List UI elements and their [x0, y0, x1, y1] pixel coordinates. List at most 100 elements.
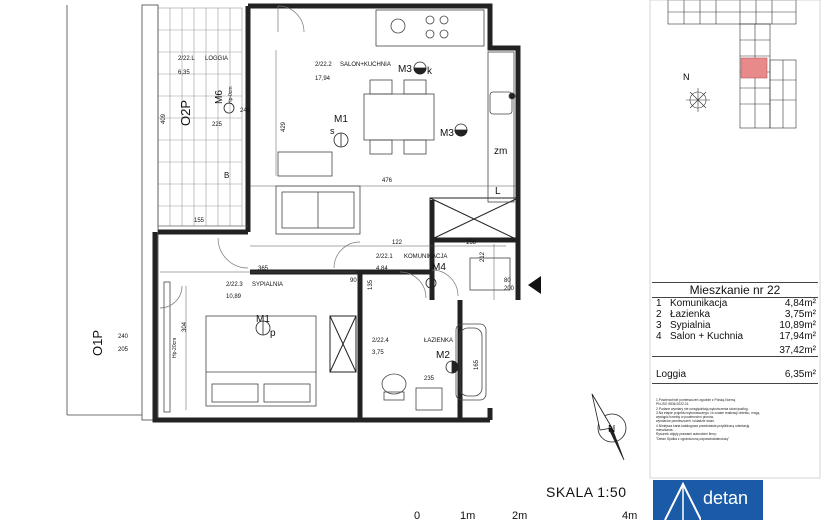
room-code-komunikacja: 2/22.1 — [376, 254, 393, 260]
dim-205: 205 — [118, 347, 129, 353]
logo-mark-icon — [664, 481, 701, 520]
legend-loggia-area: 6,35m² — [784, 369, 816, 380]
legend-row: 3 Sypialnia 10,89m² — [652, 320, 818, 331]
dim-200: 200 — [504, 286, 515, 292]
room-name-loggia: LOGGIA — [205, 56, 228, 62]
legend-row: 1 Komunikacja 4,84m² — [652, 298, 818, 309]
label-m3-kitchen: M3 — [398, 64, 412, 75]
legend-loggia-label: Loggia — [656, 369, 687, 380]
dim-90: 90 — [350, 278, 357, 284]
scalebar-4m: 4m — [622, 510, 638, 522]
dim-212: 212 — [480, 251, 486, 262]
label-zm: zm — [494, 146, 507, 157]
legend-area: 3,75m² — [784, 309, 816, 320]
scalebar-1m: 1m — [460, 510, 476, 522]
label-p: p — [270, 328, 276, 339]
room-code-sypialnia: 2/22.3 — [226, 282, 243, 288]
label-m1-bedroom: M1 — [256, 314, 270, 325]
room-name-sypialnia: SYPIALNIA — [252, 282, 283, 288]
room-code-loggia: 2/22.L — [178, 56, 195, 62]
label-l: L — [495, 186, 501, 197]
dim-158: 158 — [466, 240, 477, 246]
label-hp-20: Hp-20cm — [172, 338, 178, 358]
dining-table — [363, 79, 435, 155]
legend-area: 17,94m² — [779, 331, 816, 342]
dim-409: 409 — [161, 113, 167, 124]
notes: 1.Powierzchnie pomieszczeń zgodnie z Pol… — [656, 398, 816, 441]
bed — [163, 281, 317, 413]
dim-240b: 240 — [118, 334, 129, 340]
legend-row: 2 Łazienka 3,75m² — [652, 309, 818, 320]
room-code-lazienka: 2/22.4 — [372, 338, 389, 344]
note-line: wystąpić korekty w powierzchni pionów, — [656, 415, 714, 420]
entrance-arrow — [528, 276, 541, 294]
north-label-large: N — [608, 424, 615, 435]
note-line: "Detan Spółka z ograniczoną odpowiedzial… — [656, 436, 730, 441]
legend-name: Łazienka — [670, 309, 711, 320]
apartment-legend: Mieszkanie nr 22 1 Komunikacja 4,84m² 2 … — [652, 282, 818, 384]
room-area-komunikacja: 4,84 — [376, 266, 388, 272]
note-line: 3.Na etapie projektu wykonawczego i w cz… — [656, 410, 760, 415]
note-line: PN-ISO 9836:2022.01. — [656, 402, 690, 407]
label-hp-0: Hp-0cm — [228, 86, 234, 104]
room-code-salon: 2/22.2 — [315, 62, 332, 68]
scalebar-2m: 2m — [512, 510, 528, 522]
label-k: k — [427, 66, 433, 77]
fixture-symbols — [223, 61, 468, 374]
balcony-lines — [66, 4, 159, 421]
legend-name: Salon + Kuchnia — [670, 331, 744, 342]
dim-240a: 240 — [240, 108, 251, 114]
label-o2p: O2P — [178, 100, 193, 126]
apartment-highlight — [740, 57, 768, 79]
legend-title: Mieszkanie nr 22 — [652, 282, 818, 298]
legend-total: 37,42m² — [652, 345, 818, 357]
dim-235: 235 — [424, 376, 435, 382]
room-area-loggia: 6,35 — [178, 70, 190, 76]
label-m4: M4 — [432, 262, 446, 273]
sofa — [275, 151, 361, 235]
room-area-salon: 17,94 — [315, 76, 331, 82]
room-area-sypialnia: 10,89 — [226, 294, 242, 300]
dim-155: 155 — [194, 218, 205, 224]
dim-122: 122 — [392, 240, 403, 246]
dim-365: 365 — [258, 266, 269, 272]
note-line: 4.Niniejsza karta katalogowa przedstawia… — [656, 423, 750, 428]
label-m2: M2 — [436, 350, 450, 361]
room-labels: 2/22.L LOGGIA 6,35 2/22.2 SALON+KUCHNIA … — [178, 56, 453, 356]
room-name-komunikacja: KOMUNIKACJA — [404, 254, 447, 260]
label-m1-living: M1 — [334, 114, 348, 125]
label-o1p: O1P — [90, 330, 105, 356]
dimension-lines — [157, 50, 516, 410]
label-s: s — [330, 126, 335, 136]
dim-135: 135 — [368, 279, 374, 290]
north-arrow-small — [686, 88, 710, 112]
kitchen — [375, 9, 516, 203]
north-arrow-large — [591, 393, 627, 461]
room-name-lazienka: ŁAZIENKA — [424, 338, 453, 344]
bathroom-fixtures — [381, 257, 511, 411]
symbol-labels: O2P O1P M6 M1 M1 M3 M3 M4 M2 zm B L s p … — [90, 64, 507, 361]
legend-name: Sypialnia — [670, 320, 711, 331]
label-b: B — [224, 171, 229, 180]
north-label-small: N — [683, 72, 690, 82]
label-m3-living: M3 — [440, 128, 454, 139]
room-name-salon: SALON+KUCHNIA — [340, 62, 391, 68]
detan-logo: detan — [653, 480, 763, 520]
legend-row: 4 Salon + Kuchnia 17,94m² — [652, 331, 818, 342]
site-plan — [667, 0, 797, 129]
scalebar-0: 0 — [414, 510, 421, 522]
doors — [159, 5, 459, 309]
note-line: 2.Podane wymiary nie uwzględniają wykońc… — [656, 406, 749, 411]
dimension-texts: 409 429 476 155 122 158 212 365 135 304 … — [118, 108, 515, 382]
logo-text: detan — [703, 488, 749, 508]
note-line: 1.Powierzchnie pomieszczeń zgodnie z Pol… — [656, 398, 736, 402]
scale-label: SKALA 1:50 — [546, 484, 627, 500]
inner-walls — [329, 197, 519, 373]
legend-name: Komunikacja — [670, 298, 728, 309]
legend-area: 10,89m² — [779, 320, 816, 331]
dim-429: 429 — [281, 121, 287, 132]
legend-frame — [649, 0, 821, 479]
legend-num: 1 — [656, 298, 662, 309]
note-line: mieszkania. — [656, 428, 674, 433]
dim-225: 225 — [212, 122, 223, 128]
